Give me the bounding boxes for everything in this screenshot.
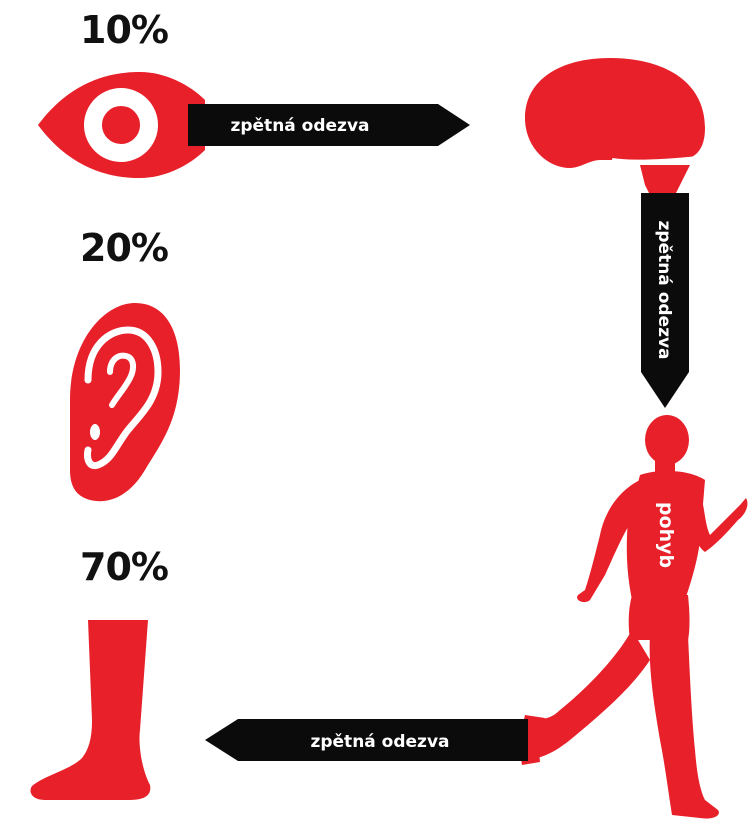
ear-icon (70, 303, 180, 502)
percent-leg: 70% (80, 545, 169, 589)
arrow-brain-to-body-label: zpětná odezva (654, 220, 674, 359)
arrow-eye-to-brain: zpětná odezva (188, 104, 470, 146)
arrow-brain-to-body: zpětná odezva (641, 193, 689, 408)
brain-icon (525, 58, 705, 195)
body-label: pohyb (655, 502, 677, 568)
arrow-body-to-leg: zpětná odezva (205, 719, 528, 761)
eye-iris-ring (92, 96, 150, 154)
leg-icon (30, 620, 151, 800)
running-man-icon: pohyb (520, 415, 748, 819)
eye-pupil (106, 110, 136, 140)
arrow-body-to-leg-label: zpětná odezva (310, 732, 449, 752)
percent-ear: 20% (80, 226, 169, 270)
percent-eye: 10% (80, 8, 169, 52)
arrow-eye-to-brain-label: zpětná odezva (230, 116, 369, 136)
